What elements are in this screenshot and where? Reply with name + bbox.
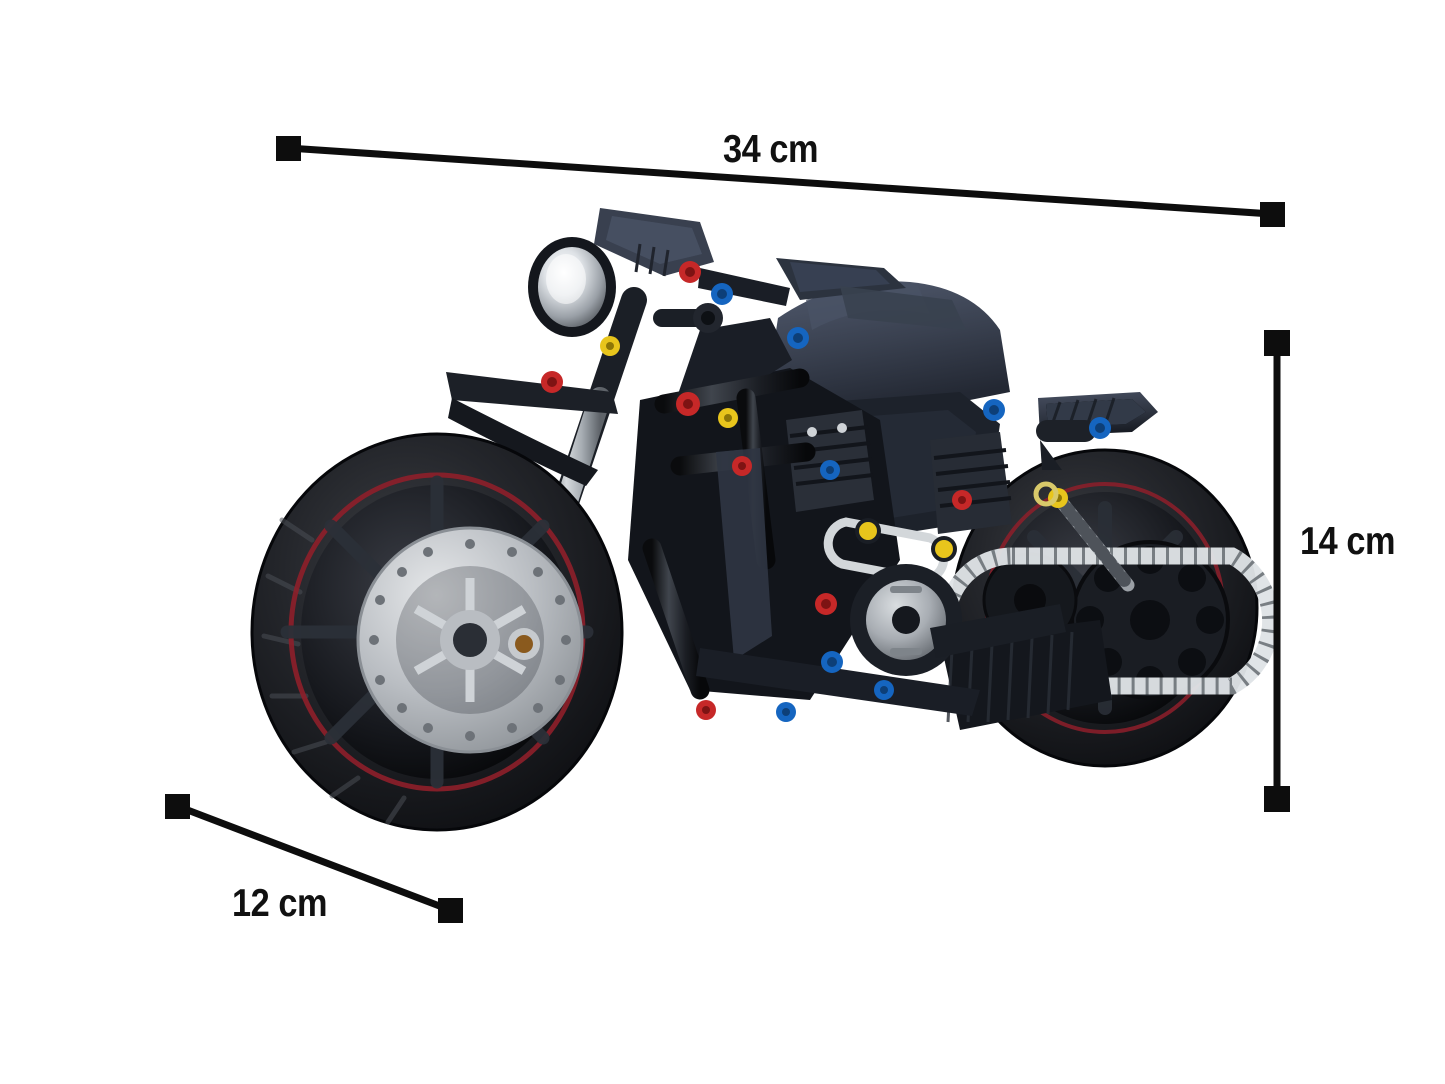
yellow-ring bbox=[1033, 481, 1059, 507]
red-pin bbox=[952, 490, 972, 510]
yellow-pin bbox=[718, 408, 738, 428]
dimension-label-height: 14 cm bbox=[1300, 520, 1396, 563]
rear-seat-tail bbox=[1036, 392, 1158, 470]
front-axle-pin bbox=[508, 628, 540, 660]
yellow-pin bbox=[600, 336, 620, 356]
yellow-pin bbox=[935, 540, 953, 558]
engine-and-frame bbox=[628, 318, 1112, 730]
blue-pin bbox=[711, 283, 733, 305]
dimension-label-width: 34 cm bbox=[723, 128, 819, 171]
cylinder-fins-rear bbox=[930, 432, 1012, 534]
blue-pin bbox=[820, 460, 840, 480]
yellow-pin bbox=[859, 522, 877, 540]
blue-pin bbox=[874, 680, 894, 700]
clutch-cover bbox=[850, 564, 962, 676]
front-brake-disc bbox=[356, 526, 584, 754]
dimension-label-depth: 12 cm bbox=[232, 882, 328, 925]
blue-pin bbox=[787, 327, 809, 349]
red-pin bbox=[815, 593, 837, 615]
red-pin bbox=[676, 392, 700, 416]
red-pin bbox=[679, 261, 701, 283]
red-pin bbox=[541, 371, 563, 393]
technic-pin-accents bbox=[541, 261, 1068, 722]
blue-pin bbox=[983, 399, 1005, 421]
blue-pin bbox=[821, 651, 843, 673]
front-end bbox=[446, 208, 790, 571]
front-wheel bbox=[250, 432, 624, 832]
red-pin bbox=[732, 456, 752, 476]
headlight bbox=[528, 237, 616, 337]
red-pin bbox=[696, 700, 716, 720]
blue-pin bbox=[776, 702, 796, 722]
rear-shock-absorber bbox=[1053, 493, 1135, 592]
